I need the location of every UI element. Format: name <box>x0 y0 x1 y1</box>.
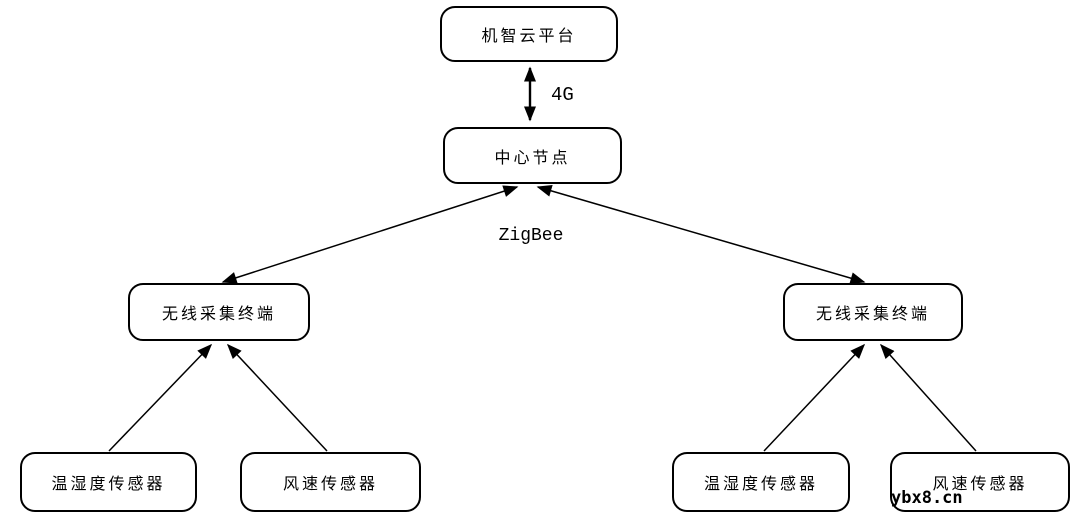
node-wind-speed-sensor-left-label: 风速传感器 <box>282 474 378 493</box>
node-wind-speed-sensor-left: 风速传感器 <box>240 452 421 512</box>
node-cloud-platform-label: 机智云平台 <box>481 26 577 45</box>
watermark-text: ybx8.cn <box>891 488 963 508</box>
link-zigbee-left-arrow <box>221 185 519 284</box>
link-wind-left-arrow <box>226 343 328 452</box>
node-cloud-platform: 机智云平台 <box>440 6 618 62</box>
node-wireless-terminal-left: 无线采集终端 <box>128 283 310 341</box>
node-temp-humidity-sensor-left: 温湿度传感器 <box>20 452 197 512</box>
node-temp-humidity-sensor-right: 温湿度传感器 <box>672 452 850 512</box>
node-wind-speed-sensor-right: 风速传感器 <box>890 452 1070 512</box>
node-temp-humidity-sensor-right-label: 温湿度传感器 <box>703 474 818 493</box>
node-wireless-terminal-right: 无线采集终端 <box>783 283 963 341</box>
link-zigbee-right-arrow <box>536 185 866 284</box>
link-4g-label: 4G <box>551 84 574 106</box>
node-center-label: 中心节点 <box>494 147 571 167</box>
node-wireless-terminal-left-label: 无线采集终端 <box>161 304 276 323</box>
link-wind-right-arrow <box>879 343 977 452</box>
link-zigbee-label: ZigBee <box>498 226 564 246</box>
node-temp-humidity-sensor-left-label: 温湿度传感器 <box>51 474 166 493</box>
node-wind-speed-sensor-right-label: 风速传感器 <box>932 474 1028 493</box>
link-temp-right-arrow <box>763 343 866 452</box>
link-temp-left-arrow <box>108 343 213 452</box>
node-wireless-terminal-right-label: 无线采集终端 <box>815 304 930 323</box>
node-center: 中心节点 <box>443 127 622 184</box>
